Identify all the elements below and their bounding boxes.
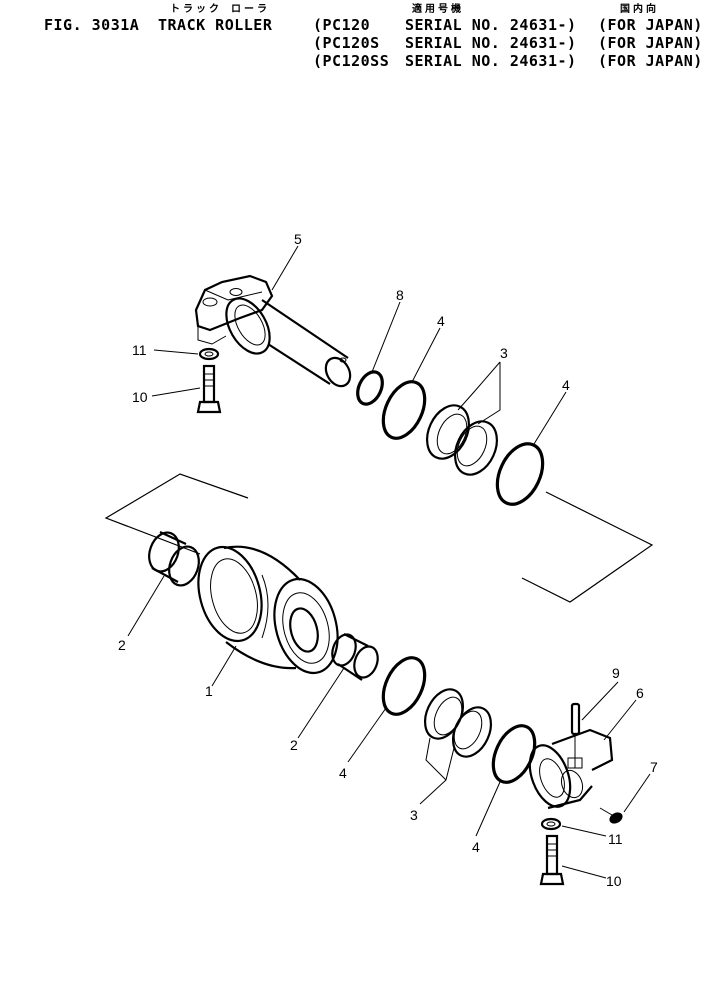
model-row-1-market: (FOR JAPAN): [598, 16, 703, 34]
model-row-3-serial: SERIAL NO. 24631-): [405, 52, 577, 70]
part-3-floating-seal-lower: [423, 688, 493, 758]
part-9-pin: [570, 702, 581, 768]
callout-5: 5: [294, 231, 302, 247]
part-11-washer-lower: [540, 817, 562, 831]
model-row-2-market: (FOR JAPAN): [598, 34, 703, 52]
model-row-3-market: (FOR JAPAN): [598, 52, 703, 70]
part-11-washer-upper: [198, 347, 220, 361]
figure-header: トラック ローラ 適用号機 国内向 FIG. 3031A TRACK ROLLE…: [0, 0, 717, 80]
part-4-o-ring-upper-b: [495, 442, 545, 506]
part-3-floating-seal-upper: [426, 404, 498, 476]
model-row-1-serial: SERIAL NO. 24631-): [405, 16, 577, 34]
callout-2-left: 2: [118, 637, 126, 653]
callout-8: 8: [396, 287, 404, 303]
model-row-1-model: (PC120: [313, 16, 371, 34]
callout-4-lower-a: 4: [339, 765, 347, 781]
part-4-o-ring-upper-a: [381, 380, 427, 440]
part-10-bolt-upper: [196, 364, 222, 414]
callout-11-upper: 11: [132, 342, 147, 358]
part-2-bushing-right: [331, 633, 379, 681]
part-5-shaft: [194, 274, 352, 388]
part-1-roller: [197, 545, 339, 675]
callout-9: 9: [612, 665, 620, 681]
part-4-o-ring-lower-b: [491, 724, 537, 784]
fig-number: FIG. 3031A: [44, 16, 140, 34]
callout-10-lower: 10: [606, 873, 622, 889]
part-10-bolt-lower: [539, 834, 565, 886]
callout-6: 6: [636, 685, 644, 701]
part-7-set-screw: [599, 807, 623, 824]
callout-3-lower: 3: [410, 807, 418, 823]
japanese-part-name: トラック ローラ: [170, 4, 271, 15]
callout-10-upper: 10: [132, 389, 148, 405]
callout-7: 7: [650, 759, 658, 775]
callout-4-lower-b: 4: [472, 839, 480, 855]
callout-4-upper-a: 4: [437, 313, 445, 329]
japanese-applicable-models: 適用号機: [412, 4, 464, 15]
callout-numbers: 5 8 4 3 4 11 10 2 1 2 4 3 4 9 6 7 11 10: [118, 231, 658, 889]
part-4-o-ring-lower-a: [381, 656, 427, 716]
assembly-guide-lines: [104, 473, 654, 603]
part-8-o-ring: [356, 370, 384, 406]
callout-4-upper-b: 4: [562, 377, 570, 393]
leader-lines: [127, 245, 651, 879]
part-name: TRACK ROLLER: [158, 16, 273, 34]
japanese-market: 国内向: [620, 4, 659, 15]
model-row-2-model: (PC120S: [313, 34, 380, 52]
callout-11-lower: 11: [608, 831, 623, 847]
callout-1: 1: [205, 683, 213, 699]
model-row-3-model: (PC120SS: [313, 52, 390, 70]
callout-2-right: 2: [290, 737, 298, 753]
callout-3-upper: 3: [500, 345, 508, 361]
part-2-bushing-left: [148, 531, 200, 587]
model-row-2-serial: SERIAL NO. 24631-): [405, 34, 577, 52]
